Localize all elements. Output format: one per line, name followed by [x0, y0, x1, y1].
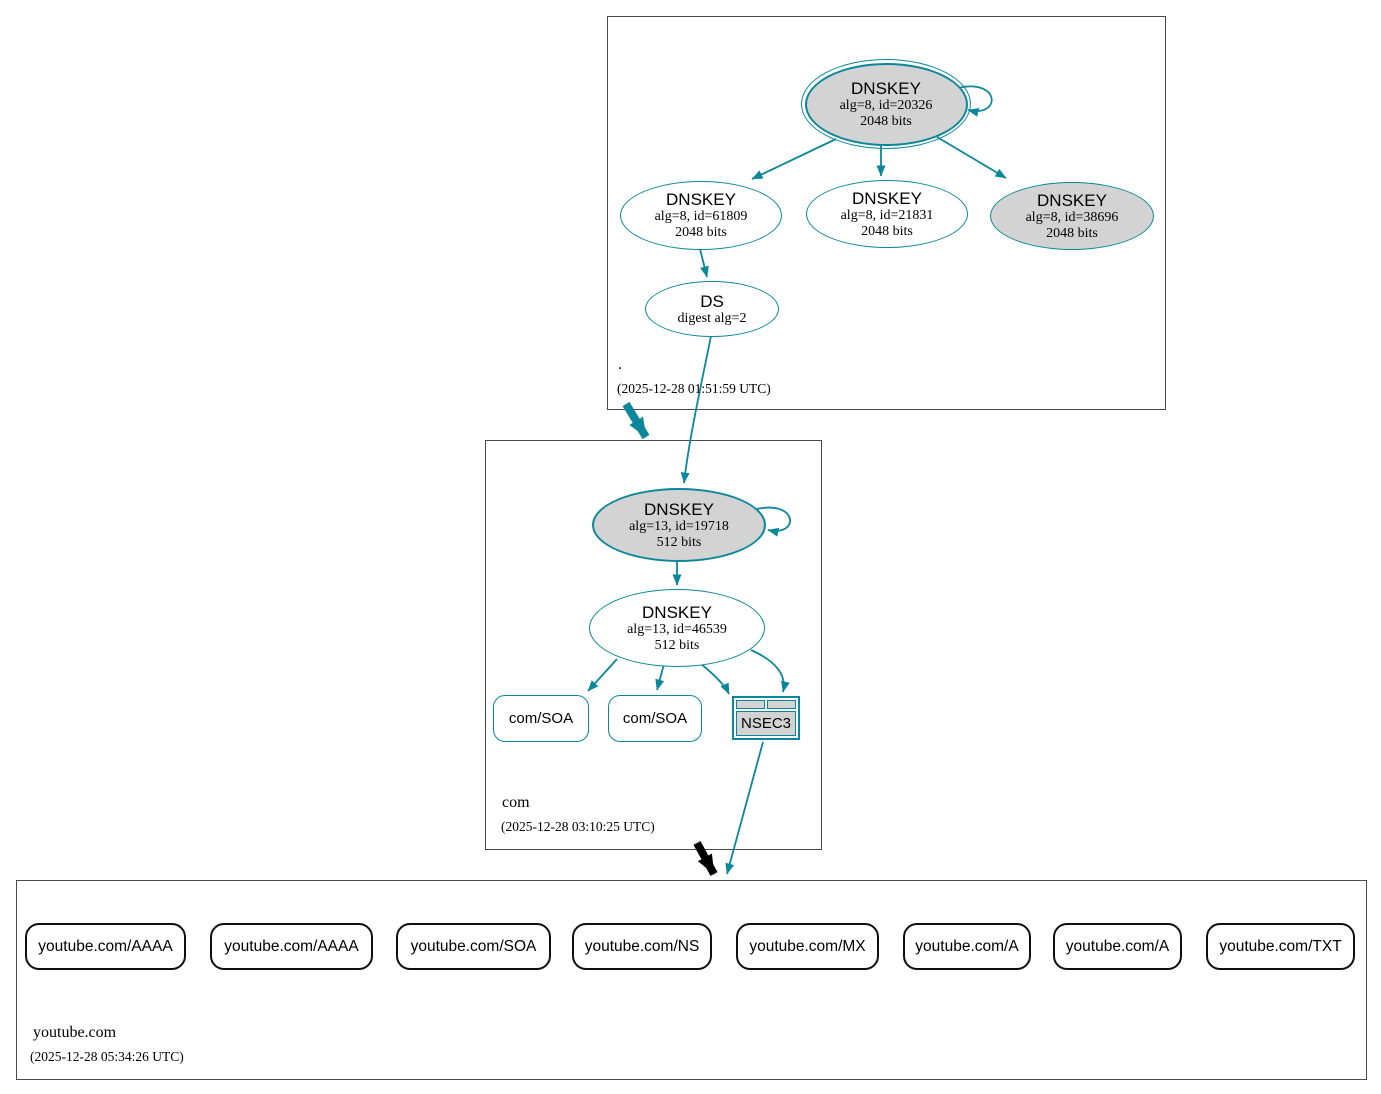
- rrset-label: youtube.com/AAAA: [224, 937, 359, 955]
- node-rrset-youtube-a-1[interactable]: youtube.com/A: [903, 923, 1031, 970]
- node-type: DNSKEY: [1037, 190, 1107, 210]
- zone-box-com: [485, 440, 822, 850]
- node-rrset-com-soa-1[interactable]: com/SOA: [493, 695, 589, 742]
- zone-timestamp-com: (2025-12-28 03:10:25 UTC): [501, 819, 655, 834]
- edge-key46539-nsec3-right: [750, 649, 790, 693]
- nsec3-cell-right: [767, 700, 796, 709]
- node-nsec3[interactable]: NSEC3: [732, 696, 800, 740]
- node-alg-id: alg=13, id=46539: [627, 621, 727, 637]
- zone-label-com: com: [502, 794, 530, 811]
- node-alg-id: alg=13, id=19718: [629, 518, 729, 534]
- node-rrset-youtube-a-2[interactable]: youtube.com/A: [1053, 923, 1182, 970]
- zone-timestamp-youtube: (2025-12-28 05:34:26 UTC): [30, 1049, 184, 1064]
- node-dnskey-61809[interactable]: DNSKEY alg=8, id=61809 2048 bits: [620, 181, 782, 250]
- edge-ds-key19718: [680, 335, 712, 484]
- node-alg-id: alg=8, id=20326: [839, 97, 933, 113]
- edge-delegation-root-com: [622, 401, 650, 440]
- rrset-label: youtube.com/SOA: [410, 937, 537, 955]
- node-type: DS: [700, 291, 724, 311]
- node-alg-id: alg=8, id=21831: [840, 207, 934, 223]
- node-dnskey-19718-ksk[interactable]: DNSKEY alg=13, id=19718 512 bits: [592, 488, 766, 562]
- node-bits: 512 bits: [654, 637, 700, 653]
- node-rrset-youtube-soa[interactable]: youtube.com/SOA: [396, 923, 551, 970]
- node-bits: 2048 bits: [860, 113, 912, 129]
- node-type: DNSKEY: [642, 602, 712, 622]
- edge-key19718-selfloop: [756, 506, 791, 537]
- zone-label-root: .: [618, 356, 622, 373]
- node-type: DNSKEY: [852, 188, 922, 208]
- dnskey-20326-body: DNSKEY alg=8, id=20326 2048 bits: [804, 62, 968, 146]
- edge-delegation-com-youtube: [693, 841, 718, 876]
- node-dnskey-38696[interactable]: DNSKEY alg=8, id=38696 2048 bits: [990, 182, 1154, 250]
- edge-key20326-key61809: [751, 138, 837, 180]
- node-type: DNSKEY: [851, 78, 921, 98]
- edge-key46539-comsoa1: [587, 658, 618, 692]
- rrset-label: youtube.com/A: [1065, 937, 1170, 955]
- edge-nsec3-youtube: [725, 741, 764, 875]
- node-rrset-com-soa-2[interactable]: com/SOA: [608, 695, 702, 742]
- nsec3-cell-left: [736, 700, 765, 709]
- rrset-label: com/SOA: [622, 710, 688, 727]
- node-rrset-youtube-aaaa-2[interactable]: youtube.com/AAAA: [210, 923, 373, 970]
- node-rrset-youtube-txt[interactable]: youtube.com/TXT: [1206, 923, 1355, 970]
- node-rrset-youtube-aaaa-1[interactable]: youtube.com/AAAA: [25, 923, 186, 970]
- node-bits: 2048 bits: [1046, 225, 1098, 241]
- node-digest-alg: digest alg=2: [677, 310, 747, 326]
- node-rrset-youtube-ns[interactable]: youtube.com/NS: [572, 923, 712, 970]
- node-alg-id: alg=8, id=38696: [1025, 209, 1119, 225]
- node-ds[interactable]: DS digest alg=2: [645, 281, 779, 337]
- rrset-label: youtube.com/MX: [749, 937, 866, 955]
- node-bits: 2048 bits: [675, 225, 727, 240]
- edge-key20326-key38696: [936, 136, 1007, 179]
- rrset-label: youtube.com/TXT: [1219, 937, 1342, 955]
- rrset-label: com/SOA: [508, 710, 574, 727]
- rrset-label: youtube.com/AAAA: [38, 937, 173, 955]
- node-rrset-youtube-mx[interactable]: youtube.com/MX: [736, 923, 879, 970]
- edge-key20326-selfloop: [957, 85, 993, 117]
- edge-key46539-comsoa2: [655, 663, 665, 691]
- node-bits: 2048 bits: [861, 223, 913, 239]
- node-dnskey-20326-ksk[interactable]: DNSKEY alg=8, id=20326 2048 bits: [801, 59, 971, 149]
- node-bits: 512 bits: [656, 534, 702, 550]
- rrset-label: youtube.com/NS: [584, 937, 700, 955]
- node-type: DNSKEY: [644, 499, 714, 519]
- node-type: DNSKEY: [666, 190, 736, 209]
- edge-key61809-ds: [699, 248, 709, 278]
- nsec3-top-row: [736, 700, 796, 709]
- nsec3-label: NSEC3: [736, 711, 796, 736]
- zone-box-youtube: [16, 880, 1367, 1080]
- zone-timestamp-root: (2025-12-28 01:51:59 UTC): [617, 381, 771, 396]
- zone-box-root: [607, 16, 1166, 410]
- rrset-label: youtube.com/A: [915, 937, 1019, 955]
- node-dnskey-46539[interactable]: DNSKEY alg=13, id=46539 512 bits: [589, 589, 765, 667]
- zone-label-youtube: youtube.com: [33, 1024, 117, 1041]
- node-alg-id: alg=8, id=61809: [654, 209, 748, 224]
- node-dnskey-21831[interactable]: DNSKEY alg=8, id=21831 2048 bits: [806, 180, 968, 248]
